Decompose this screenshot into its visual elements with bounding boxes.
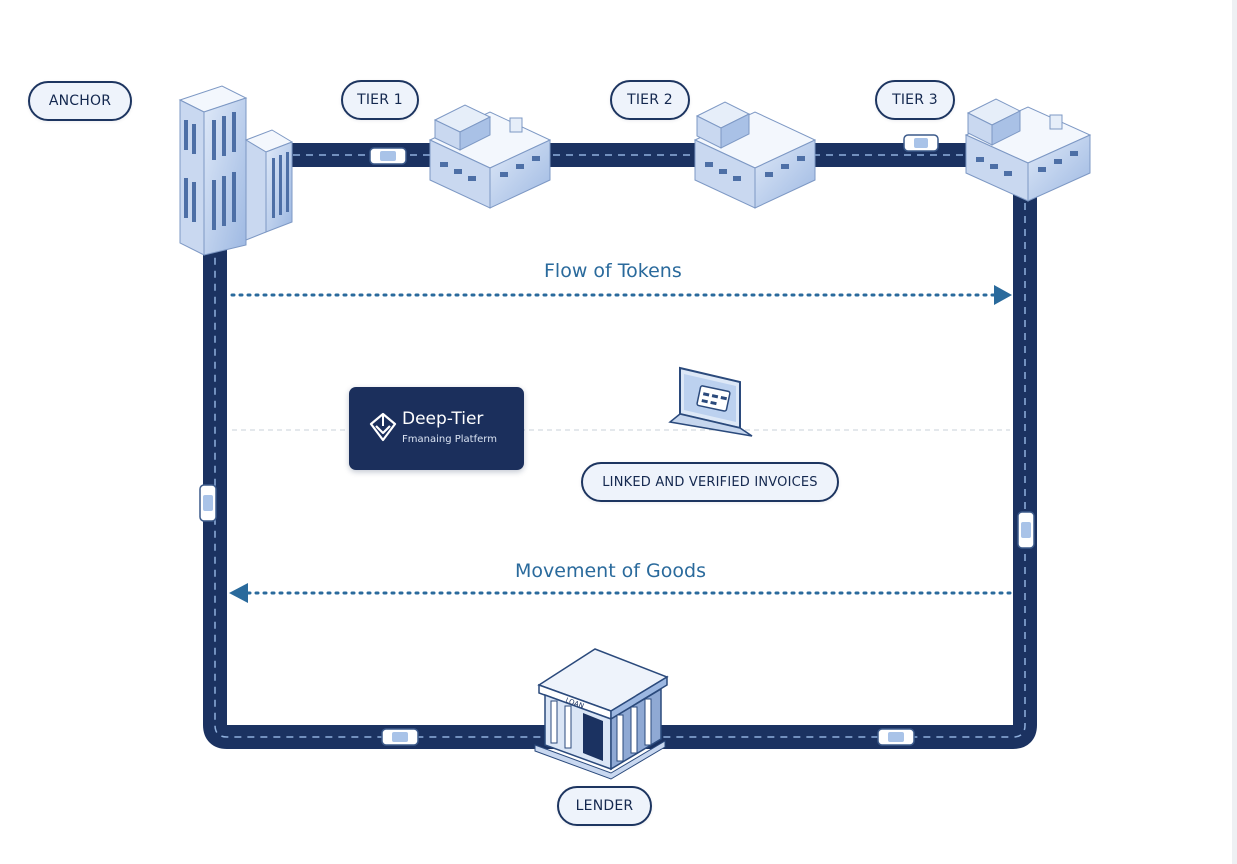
laptop-invoice-icon (668, 366, 753, 437)
invoices-label: LINKED AND VERIFIED INVOICES (581, 462, 839, 502)
tier1-label: TIER 1 (341, 80, 419, 120)
car-icon (877, 728, 915, 746)
car-icon (369, 147, 407, 165)
lender-label: LENDER (557, 786, 652, 826)
car-icon (199, 484, 217, 522)
platform-title: Deep-Tier (402, 409, 484, 429)
tier2-label: TIER 2 (610, 80, 690, 120)
page-edge (1232, 0, 1237, 864)
lender-bank-icon: LOAN (534, 648, 669, 780)
anchor-label: ANCHOR (28, 81, 132, 121)
tier1-factory-icon (428, 104, 552, 209)
car-icon (903, 134, 939, 152)
tokens-arrow (230, 285, 1012, 305)
platform-logo-icon (369, 412, 397, 442)
platform-subtitle: Fmanaing Platferm (402, 434, 497, 445)
car-icon (381, 728, 419, 746)
platform-card: Deep-Tier Fmanaing Platferm (349, 387, 524, 470)
tokens-flow-label: Flow of Tokens (544, 260, 682, 282)
goods-arrow (229, 583, 1012, 603)
car-icon (1017, 511, 1035, 549)
tier2-factory-icon (693, 101, 817, 209)
goods-flow-label: Movement of Goods (515, 560, 706, 582)
tier3-label: TIER 3 (875, 80, 955, 120)
tier3-factory-icon (964, 98, 1092, 202)
anchor-building-icon (178, 85, 294, 256)
road-loop (203, 143, 1037, 749)
